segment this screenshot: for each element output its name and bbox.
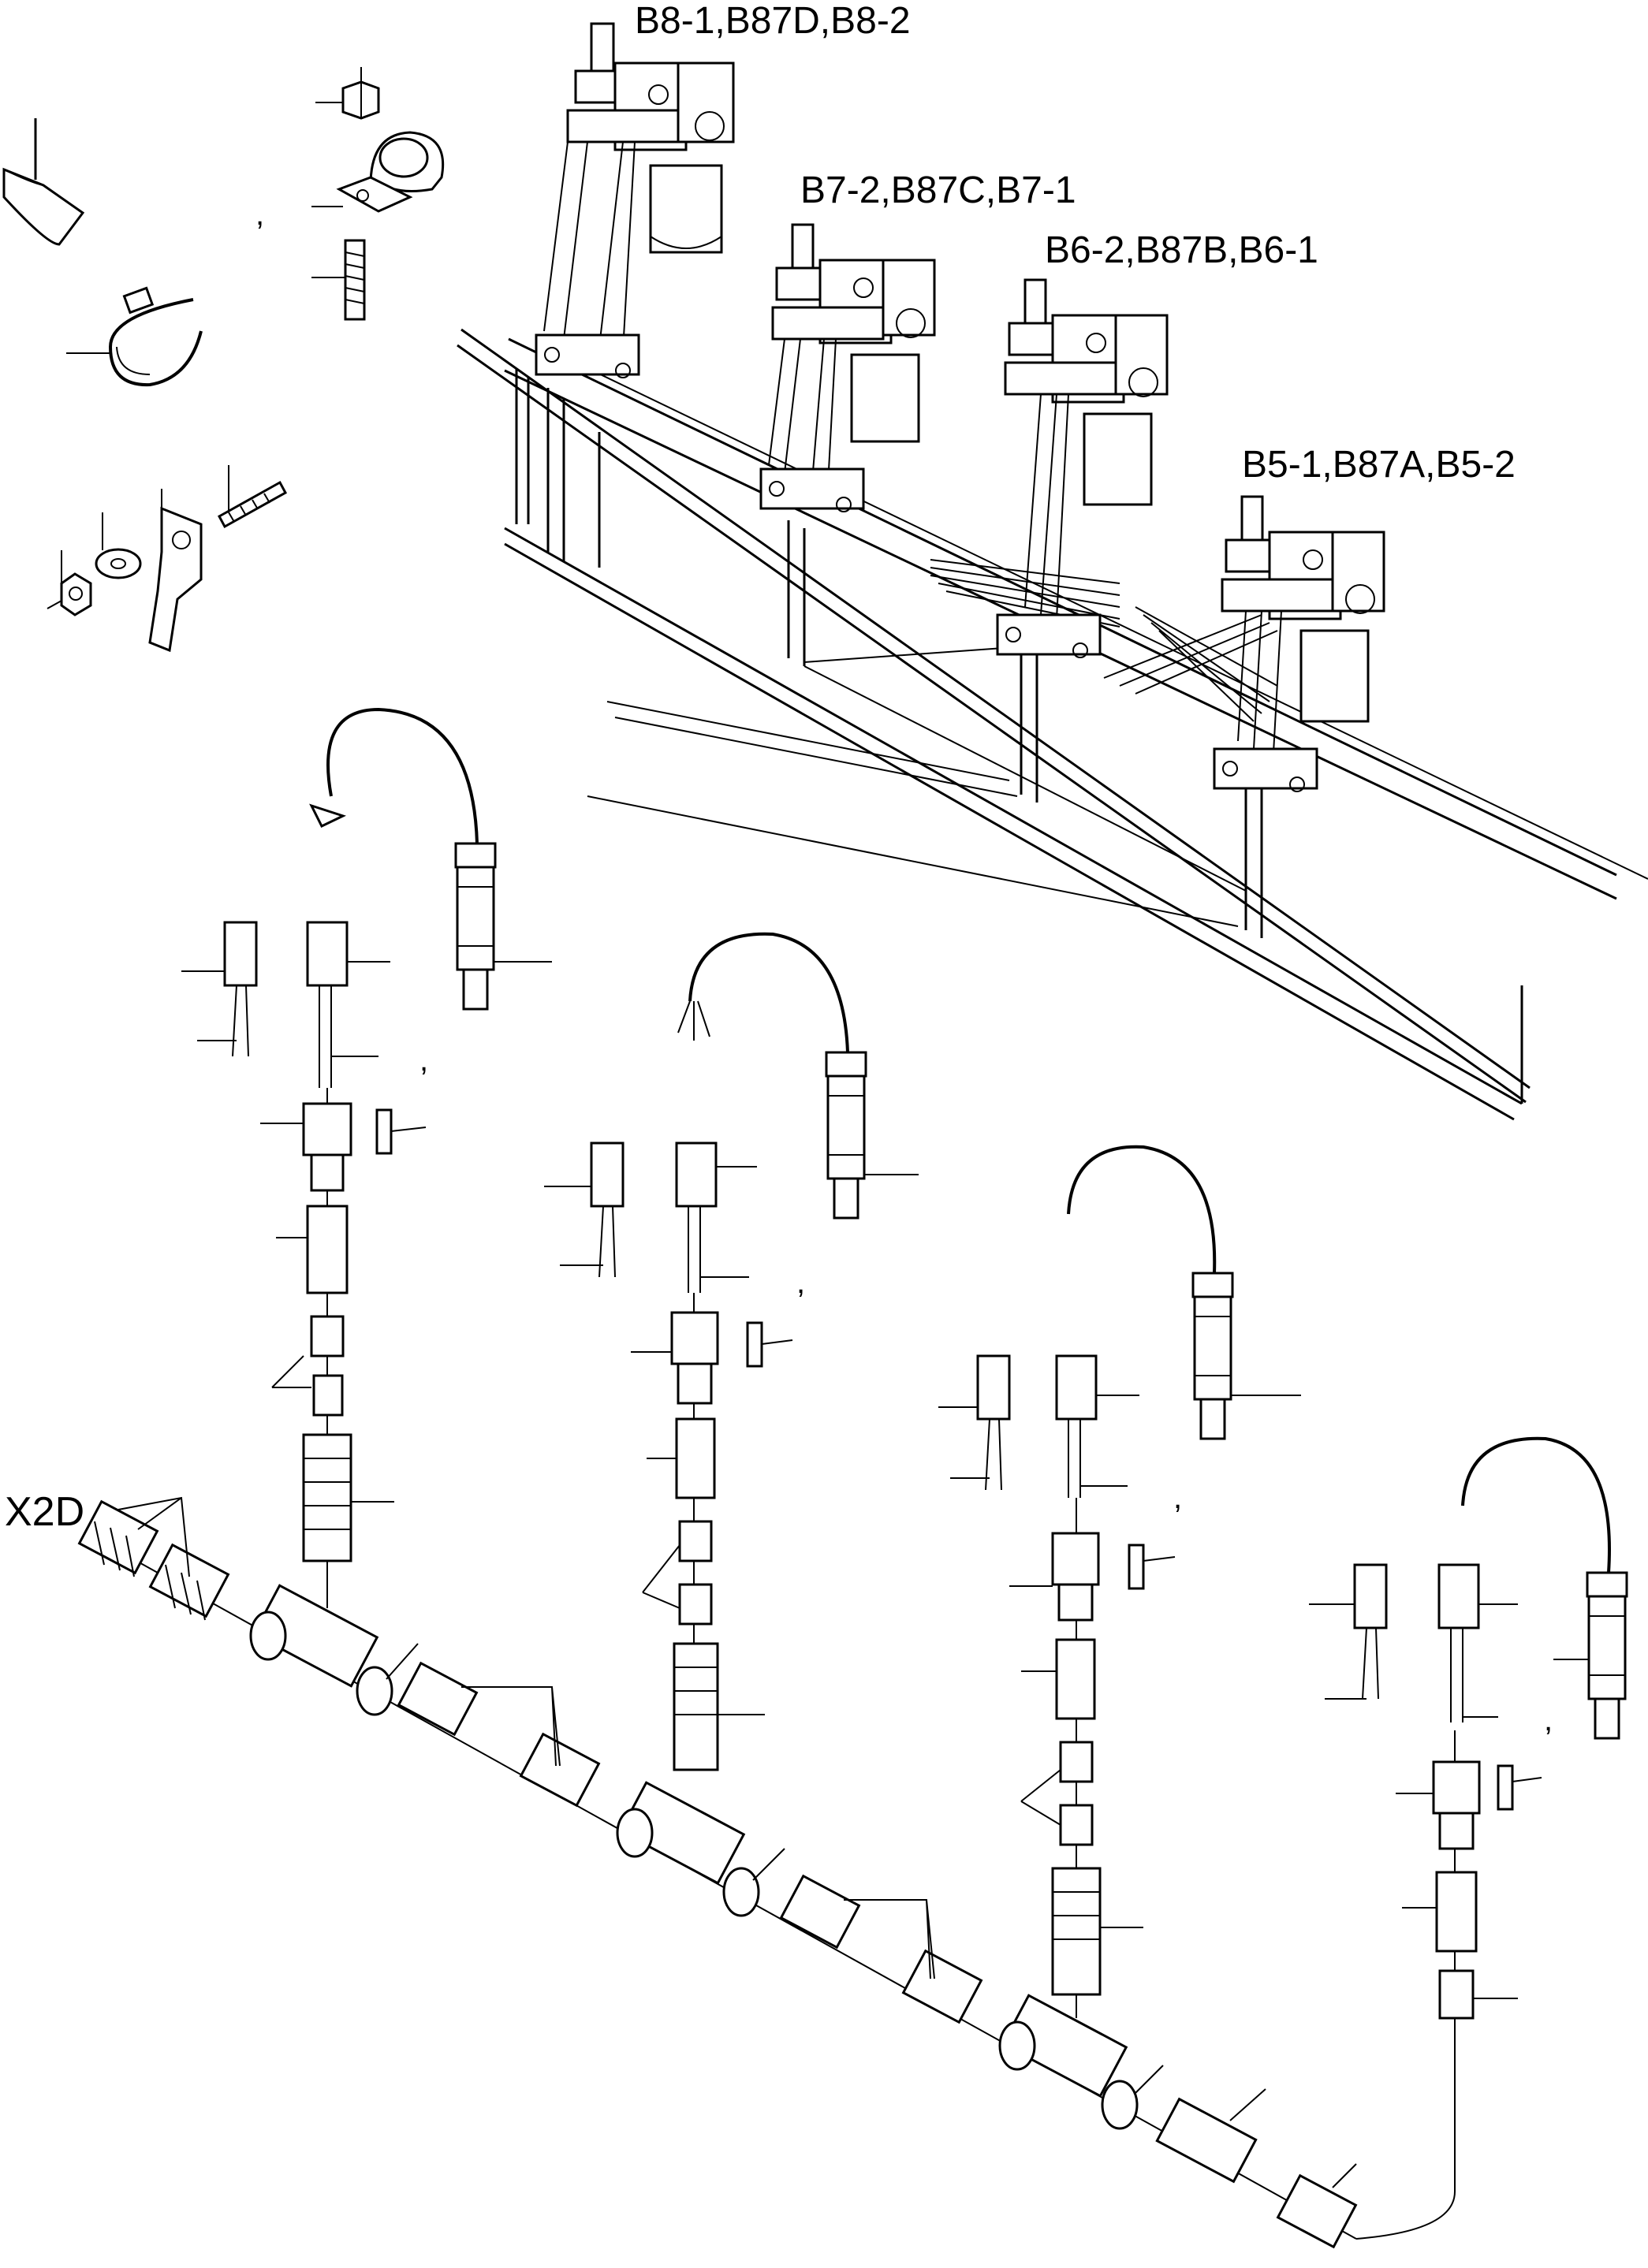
label-b7: B7-2,B87C,B7-1: [800, 169, 1076, 211]
valve-assembly-b8: [535, 22, 735, 378]
hose-section: [2, 118, 85, 246]
label-x2d: X2D: [5, 1489, 84, 1535]
fitting-stack-2: [631, 1293, 793, 1771]
valve-assembly-b7: [759, 223, 936, 512]
pressure-sensor-4: [1461, 1436, 1628, 1740]
connector-pair-1: [181, 921, 390, 1088]
stud-icon: [217, 465, 288, 529]
pressure-sensor-2: [677, 932, 919, 1220]
connector-pair-2: [544, 1141, 757, 1293]
label-b6: B6-2,B87B,B6-1: [1045, 229, 1318, 271]
connector-pair-4: [1309, 1563, 1518, 1722]
comma-1: ,: [255, 197, 264, 232]
nut-top-icon: [315, 67, 380, 120]
fitting-stack-4: [1355, 1730, 1542, 2240]
valve-assembly-b6: [996, 278, 1169, 658]
comma-2: ,: [419, 1043, 428, 1078]
label-b5: B5-1,B87A,B5-2: [1242, 444, 1516, 486]
valve-assembly-b5: [1213, 495, 1385, 792]
comma-4: ,: [1173, 1480, 1182, 1515]
label-b8: B8-1,B87D,B8-2: [635, 0, 911, 42]
fitting-stack-3: [1009, 1498, 1176, 2018]
fitting-stack-1: [260, 1088, 427, 1608]
washer-icon: [95, 512, 142, 579]
comma-5: ,: [1544, 1703, 1553, 1737]
frame-rails: [457, 328, 1648, 1121]
nut-icon: [47, 550, 92, 616]
pressure-sensor-3: [1067, 1145, 1301, 1440]
bracket-plate-icon: [148, 489, 203, 653]
connector-pair-3: [938, 1354, 1139, 1498]
comma-3: ,: [796, 1265, 805, 1300]
pipe-clamp-icon: [311, 131, 445, 213]
manifold-line: [77, 1496, 1358, 2249]
cable-tie-icon: [66, 286, 203, 387]
bolt-icon: [311, 239, 366, 321]
pressure-sensor-1: [309, 707, 552, 1011]
